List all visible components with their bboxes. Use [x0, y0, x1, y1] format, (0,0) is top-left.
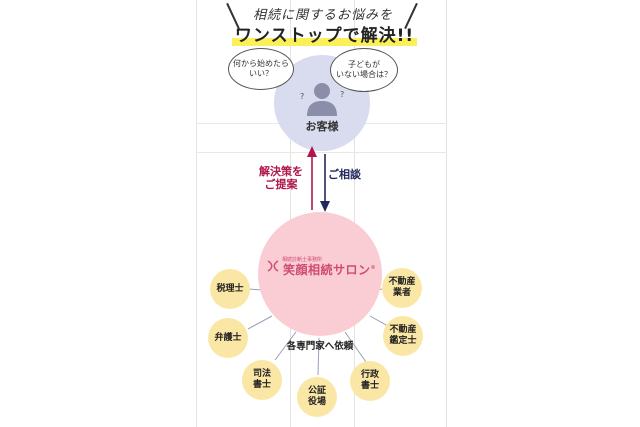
- connector-notary: [317, 337, 320, 376]
- salon-circle: [258, 212, 382, 336]
- connector-judicial: [274, 331, 297, 361]
- expert-administrative-scrivener: 行政 書士: [350, 361, 390, 401]
- worry-bubble-right: 子どもが いない場合は？: [330, 48, 398, 92]
- salon-logo-icon: [267, 260, 279, 272]
- headline-line-1: 相続に関するお悩みを: [252, 8, 393, 23]
- expert-notary-office: 公証 役場: [297, 377, 337, 417]
- expert-lawyer: 弁護士: [208, 318, 248, 358]
- guide-line: [196, 0, 197, 427]
- question-mark: ?: [340, 90, 345, 99]
- connector-appraiser: [369, 315, 389, 327]
- guide-line: [446, 0, 447, 427]
- connector-lawyer: [247, 315, 273, 330]
- arrow-down-head: [320, 201, 330, 212]
- consult-label: ご相談: [328, 168, 361, 181]
- connector-admin: [344, 331, 367, 363]
- request-label: 各専門家へ依頼: [286, 341, 354, 352]
- guide-line: [354, 0, 355, 427]
- expert-tax-accountant: 税理士: [210, 269, 250, 309]
- expert-real-estate-appraiser: 不動産 鑑定士: [383, 316, 423, 356]
- salon-office-type: 相続診断士事務所: [282, 257, 323, 263]
- salon-name-text: 笑顔相続サロン: [283, 263, 371, 277]
- headline-line-2: ワンストップで解決!!: [232, 21, 417, 46]
- proposal-label: 解決策を ご提案: [259, 165, 303, 191]
- guide-line: [196, 152, 446, 153]
- person-icon: [307, 83, 337, 116]
- worry-bubble-left: 何から始めたら いい？: [228, 48, 294, 90]
- expert-real-estate-agent: 不動産 業者: [382, 268, 422, 308]
- expert-judicial-scrivener: 司法 書士: [242, 360, 282, 400]
- registered-mark: ®: [370, 265, 377, 271]
- customer-label: お客様: [305, 120, 339, 133]
- arrow-up-head: [307, 146, 317, 157]
- salon-name: 笑顔相続サロン®: [283, 261, 376, 278]
- guide-line: [290, 0, 291, 427]
- question-mark: ?: [300, 92, 305, 101]
